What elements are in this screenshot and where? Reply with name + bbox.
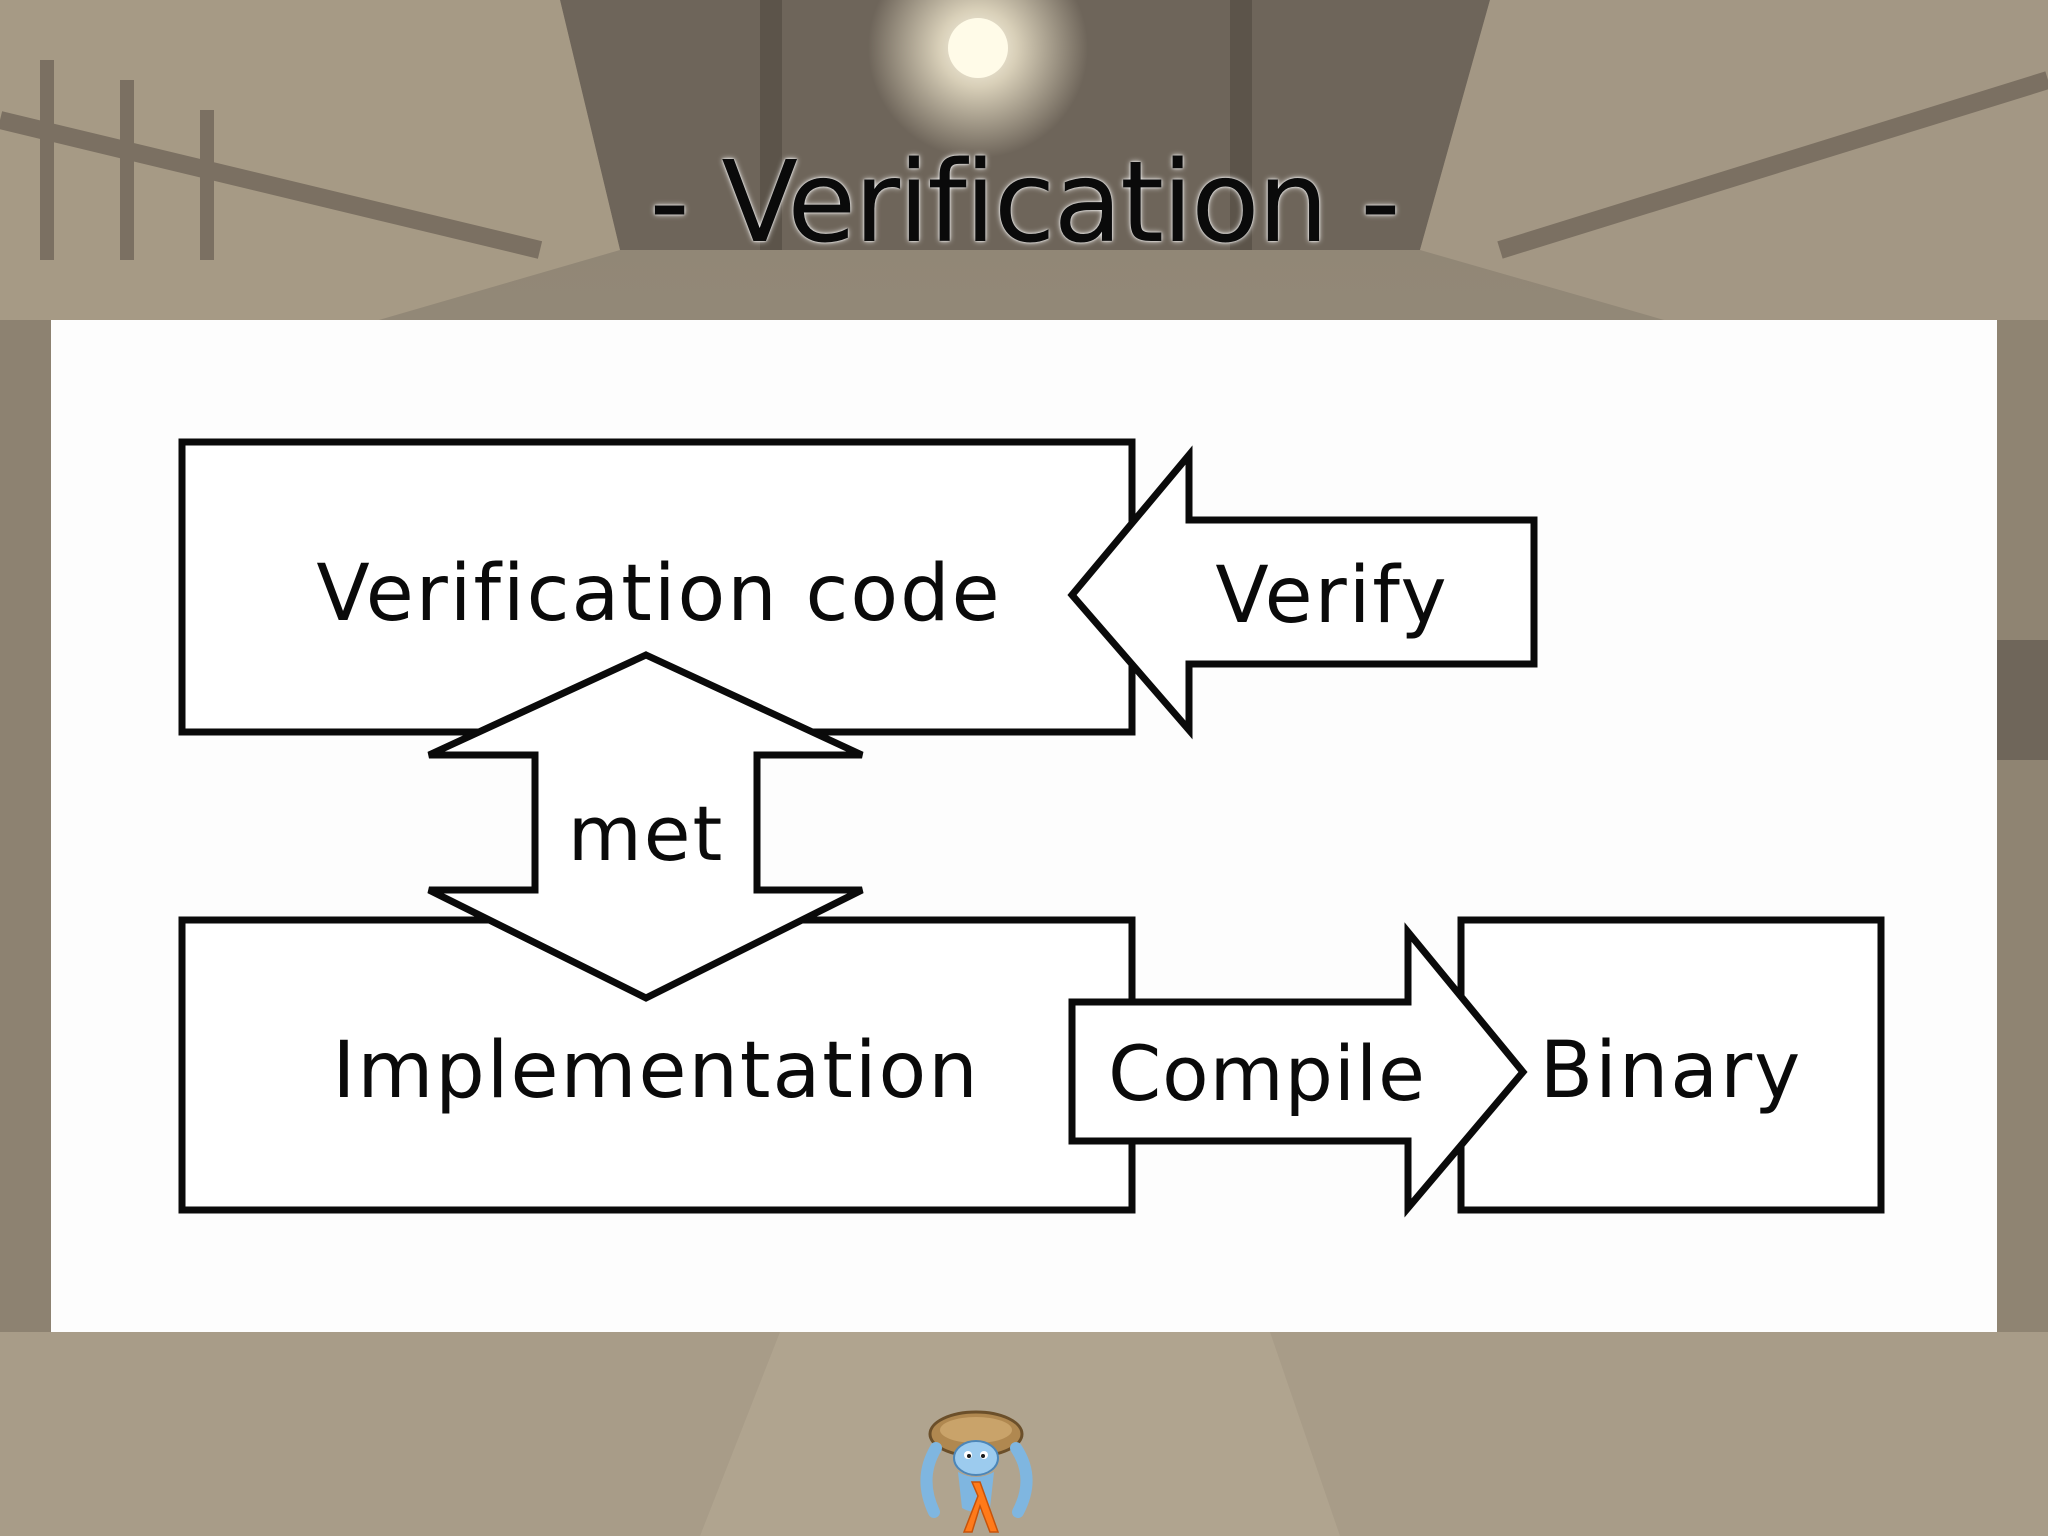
ajhc-turtle-logo-icon [914, 1408, 1044, 1536]
slide-title: - Verification - [0, 128, 2048, 278]
verification-diagram: Verification code Verify met Implementat… [51, 320, 1997, 1332]
met-label: met [568, 789, 725, 878]
binary-label: Binary [1540, 1026, 1803, 1116]
verification-code-label: Verification code [316, 549, 1001, 639]
diagram-panel: Verification code Verify met Implementat… [51, 320, 1997, 1332]
verify-label: Verify [1215, 551, 1448, 641]
compile-label: Compile [1108, 1029, 1426, 1118]
implementation-label: Implementation [332, 1026, 979, 1116]
